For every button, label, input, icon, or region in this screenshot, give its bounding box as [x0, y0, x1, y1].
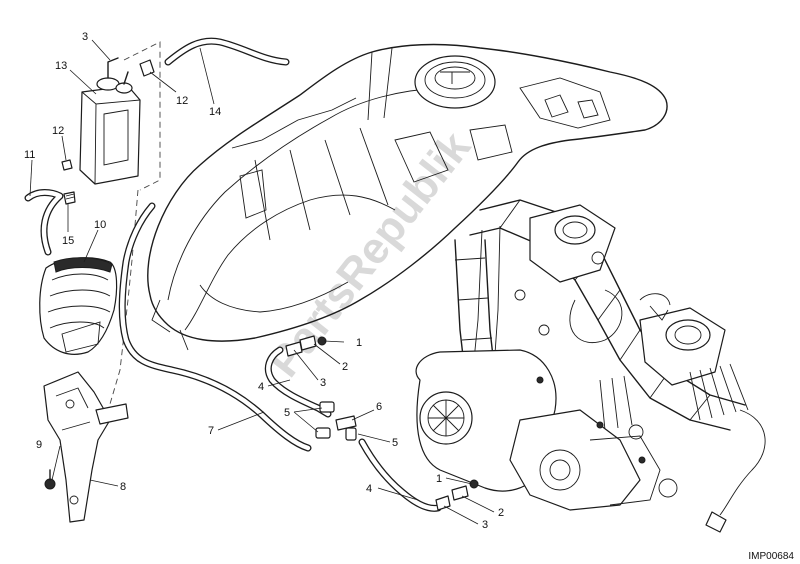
hose-4-lower — [358, 438, 442, 512]
leader-lines — [29, 39, 495, 525]
callout-8: 8 — [120, 481, 126, 493]
callout-12: 12 — [52, 125, 64, 137]
drawing-code: IMP00684 — [748, 551, 794, 562]
engine-frame-assembly — [415, 199, 766, 533]
evaporative-canister — [79, 57, 141, 185]
hose-14 — [164, 37, 290, 66]
hose-4-upper — [264, 346, 332, 418]
callout-11: 11 — [24, 149, 35, 161]
fuel-tank — [147, 43, 668, 351]
callout-14: 14 — [209, 106, 221, 118]
callout-3: 3 — [320, 377, 326, 389]
hose-7 — [118, 202, 312, 452]
fittings — [285, 335, 479, 511]
callout-7: 7 — [208, 425, 214, 437]
callout-2: 2 — [342, 361, 348, 373]
callout-10: 10 — [94, 219, 106, 231]
bolt — [44, 469, 56, 490]
mounting-bracket — [43, 371, 129, 523]
callout-2: 2 — [498, 507, 504, 519]
callout-5: 5 — [392, 437, 398, 449]
assembly-guide — [109, 41, 161, 405]
callout-9: 9 — [36, 439, 42, 451]
callout-4: 4 — [366, 483, 372, 495]
hose-11 — [24, 189, 64, 256]
callout-1: 1 — [356, 337, 362, 349]
callout-13: 13 — [55, 60, 67, 72]
callout-5: 5 — [284, 407, 290, 419]
callout-3: 3 — [82, 31, 88, 43]
callout-4: 4 — [258, 381, 264, 393]
callout-12: 12 — [176, 95, 188, 107]
canister-bracket — [39, 257, 118, 355]
callout-6: 6 — [376, 401, 382, 413]
callout-3: 3 — [482, 519, 488, 531]
callout-1: 1 — [436, 473, 442, 485]
callout-15: 15 — [62, 235, 74, 247]
callouts: 3 13 12 14 12 11 15 10 1 2 3 4 5 6 5 7 9… — [24, 31, 504, 531]
